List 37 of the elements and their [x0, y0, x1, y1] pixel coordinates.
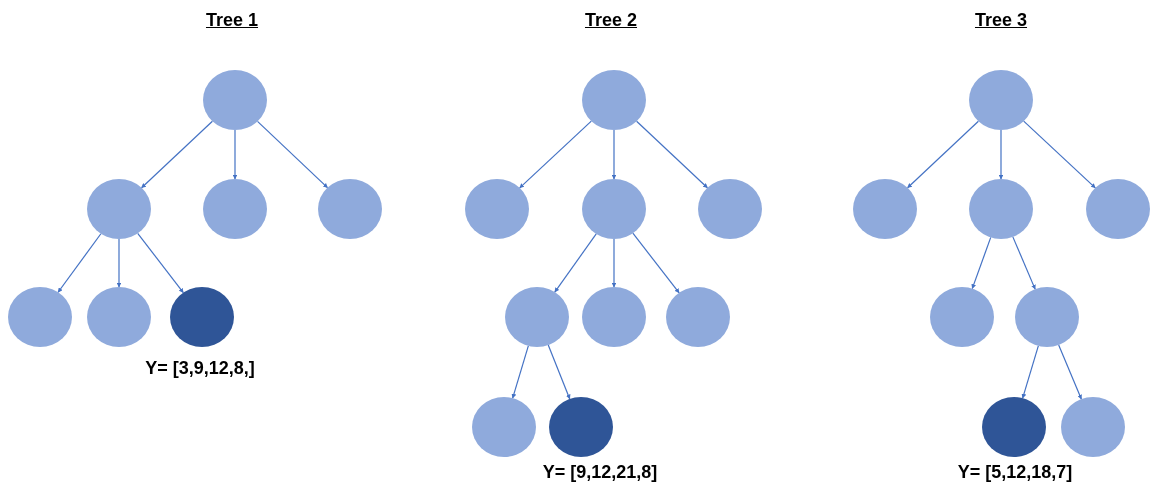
- arrow: [1012, 236, 1036, 290]
- arrow: [1058, 344, 1082, 400]
- tree-node-circle: [969, 70, 1033, 130]
- tree-title: Tree 2: [585, 10, 637, 31]
- tree-node-circle: [853, 179, 917, 239]
- tree-node-circle: [318, 179, 382, 239]
- arrow: [636, 120, 708, 189]
- arrow: [256, 120, 329, 189]
- output-vector-label: Y= [9,12,21,8]: [542, 462, 658, 483]
- tree-node-circle: [1086, 179, 1150, 239]
- tree-node-circle: [698, 179, 762, 239]
- tree-title: Tree 3: [975, 10, 1027, 31]
- arrow: [232, 129, 238, 180]
- arrow: [57, 233, 102, 293]
- arrow: [137, 232, 184, 294]
- arrow: [141, 120, 213, 189]
- arrow: [611, 238, 617, 288]
- tree-node-circle: [465, 179, 529, 239]
- arrow: [547, 344, 571, 400]
- arrow: [1023, 120, 1096, 189]
- arrow: [632, 232, 680, 294]
- tree-node-circle: [505, 287, 569, 347]
- arrow: [971, 236, 992, 290]
- arrow: [554, 233, 597, 293]
- tree-node-circle: [203, 70, 267, 130]
- arrow: [611, 129, 617, 180]
- arrow: [907, 120, 979, 189]
- output-vector-label: Y= [5,12,18,7]: [957, 462, 1073, 483]
- arrow: [511, 345, 529, 399]
- arrow: [519, 120, 592, 189]
- output-vector-label: Y= [3,9,12,8,]: [145, 358, 255, 379]
- arrow: [998, 129, 1004, 180]
- tree-title: Tree 1: [206, 10, 258, 31]
- arrow: [1021, 345, 1039, 399]
- arrow: [116, 238, 122, 288]
- tree-node-circle: [87, 179, 151, 239]
- tree-node-circle: [582, 70, 646, 130]
